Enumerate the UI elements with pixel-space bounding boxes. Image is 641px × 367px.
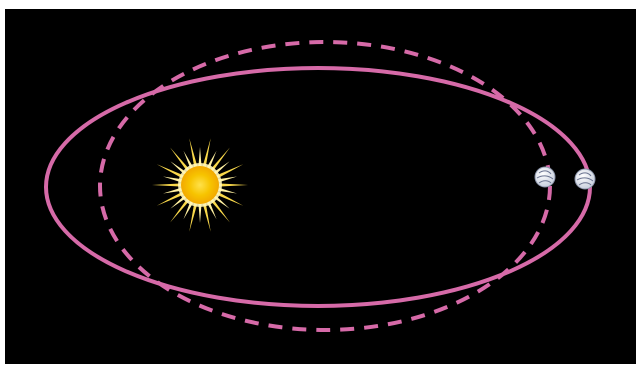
- sun-ray: [218, 183, 248, 186]
- sun-ray: [152, 183, 182, 186]
- planet-icon: [535, 167, 555, 187]
- sun-icon: [152, 138, 248, 232]
- planet-icon: [575, 169, 595, 189]
- elliptical-orbit: [46, 68, 590, 306]
- diagram-canvas: [5, 9, 636, 364]
- orbit-diagram: [5, 9, 636, 364]
